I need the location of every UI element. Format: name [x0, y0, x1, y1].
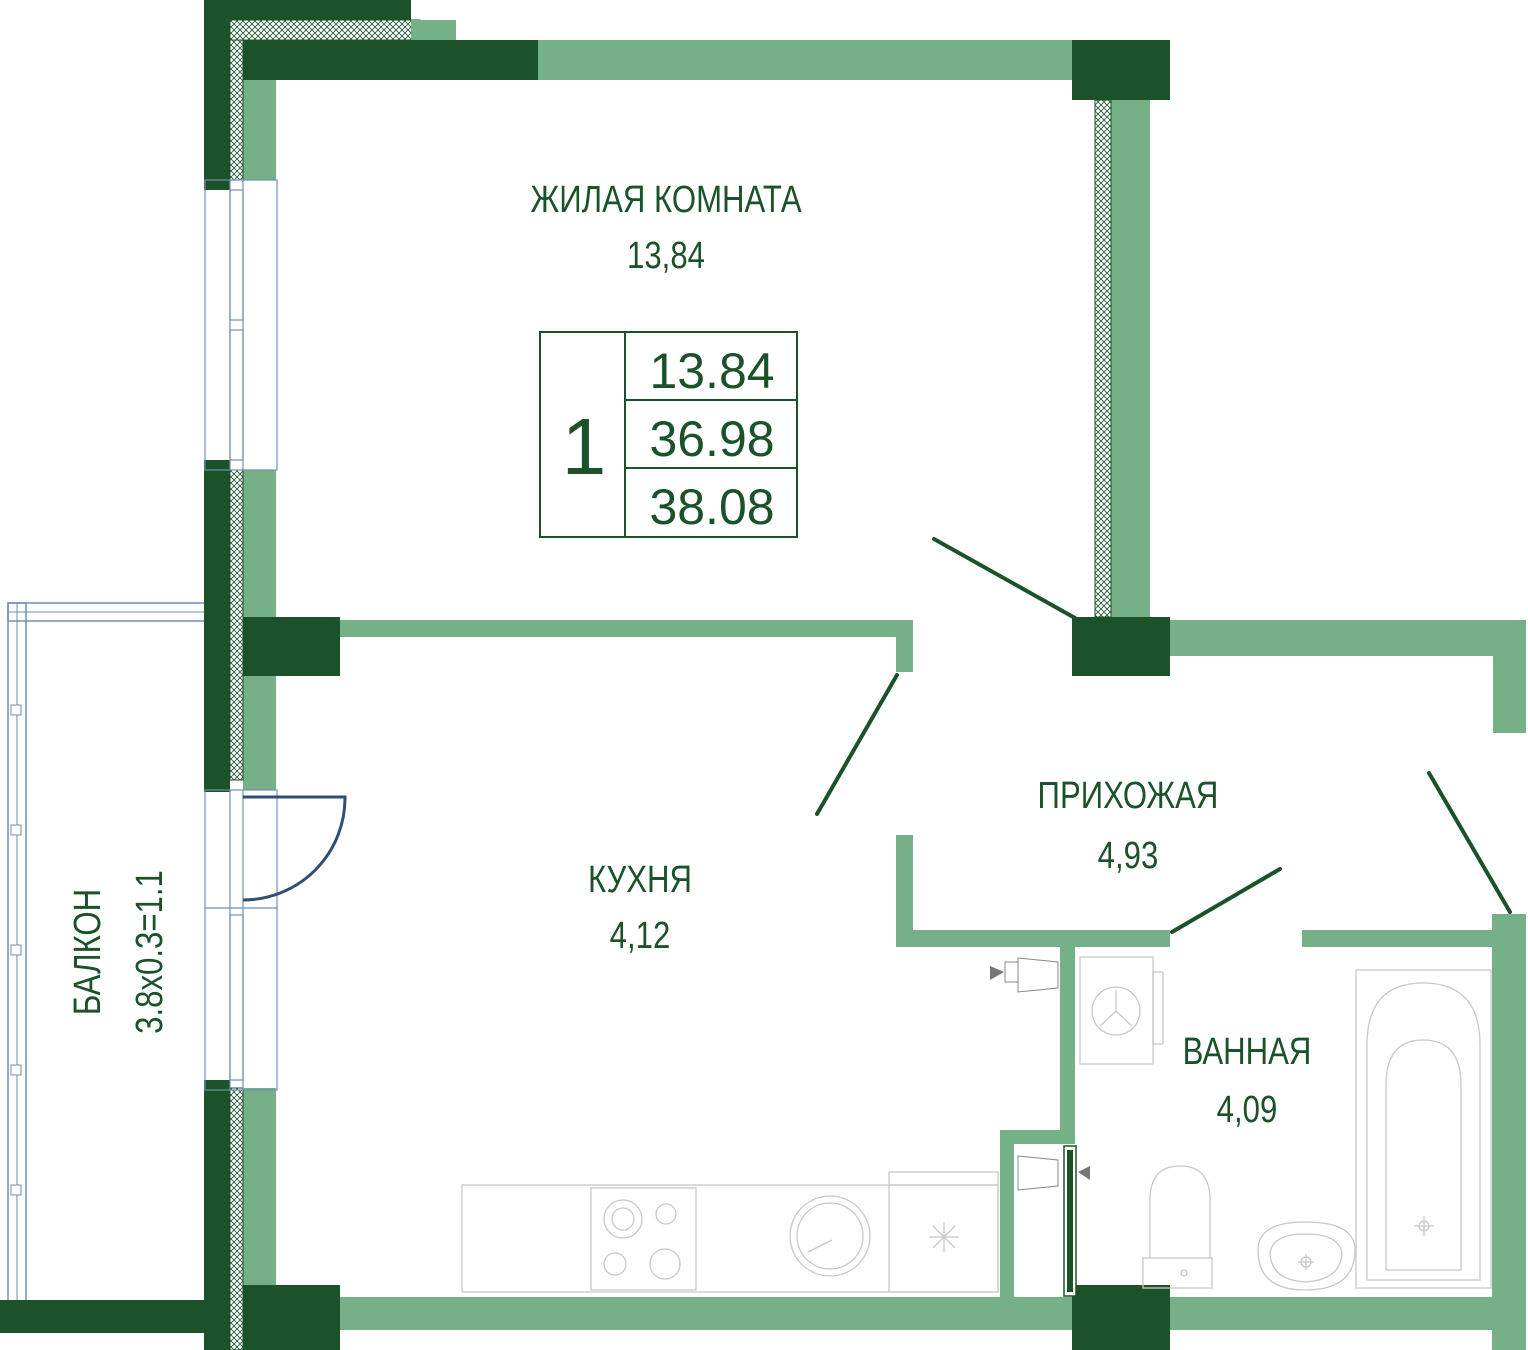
balcony [0, 602, 210, 1333]
apartment-summary-box: 1 13.84 36.98 38.08 [539, 331, 798, 538]
living-room-name: ЖИЛАЯ КОМНАТА [531, 179, 803, 221]
bathroom-name: ВАННАЯ [1183, 1031, 1312, 1073]
stove-icon [590, 1187, 697, 1291]
door-bathroom[interactable] [1170, 867, 1282, 934]
riser-icon [990, 957, 1090, 1297]
summary-living-area: 13.84 [649, 343, 774, 399]
insulation [229, 19, 1112, 1350]
summary-total-with-balcony: 38.08 [649, 479, 774, 535]
bathtub-icon [1355, 969, 1492, 1289]
door-living-room[interactable] [932, 537, 1077, 620]
door-entrance[interactable] [1427, 771, 1512, 914]
washbasin-icon [1257, 1221, 1356, 1291]
door-leaves [815, 537, 1512, 934]
balcony-area: 3.8x0.3=1.1 [129, 870, 171, 1034]
hall-area: 4,93 [1098, 835, 1159, 877]
toilet-icon [1142, 1165, 1213, 1289]
kitchen-fixtures [461, 1171, 999, 1293]
hall-name: ПРИХОЖАЯ [1038, 775, 1219, 817]
window-kitchen [204, 789, 278, 1091]
balcony-floor-slab [0, 1300, 210, 1333]
room-labels: ЖИЛАЯ КОМНАТА 13,84 КУХНЯ 4,12 ПРИХОЖАЯ … [67, 179, 1311, 1131]
windows [204, 179, 278, 1091]
kitchen-area: 4,12 [610, 915, 671, 957]
sink-icon [789, 1195, 871, 1277]
summary-total-area: 36.98 [649, 411, 774, 467]
door-kitchen[interactable] [815, 673, 899, 816]
window-living-room [204, 179, 278, 471]
kitchen-counter [461, 1184, 999, 1293]
exterior-walls [204, 0, 1170, 1350]
fridge-icon [888, 1171, 999, 1293]
living-room-area: 13,84 [627, 235, 705, 277]
rooms-count: 1 [562, 402, 607, 491]
balcony-name: БАЛКОН [67, 889, 109, 1015]
washing-machine-icon [1079, 956, 1164, 1065]
kitchen-name: КУХНЯ [588, 859, 692, 901]
bathroom-fixtures [1079, 956, 1492, 1291]
bathroom-area: 4,09 [1217, 1089, 1278, 1131]
balcony-door-swing [242, 795, 347, 902]
